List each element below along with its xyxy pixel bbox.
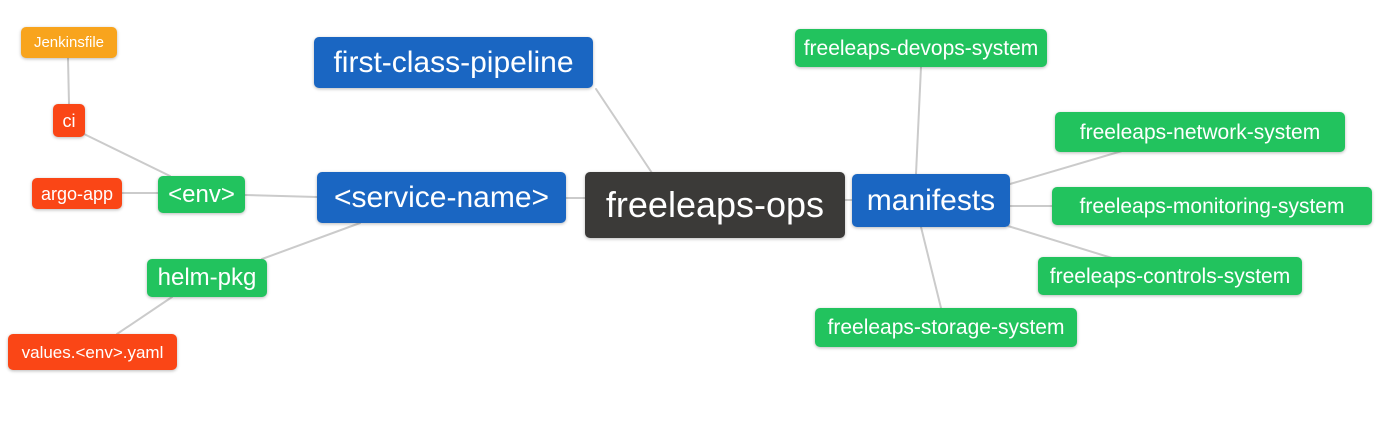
- edge-env--service-name: [244, 194, 318, 198]
- edge-helm-pkg--service-name: [261, 222, 361, 260]
- node-manifests[interactable]: manifests: [852, 174, 1010, 227]
- node-argo-app[interactable]: argo-app: [32, 178, 122, 209]
- node-env[interactable]: <env>: [158, 176, 245, 213]
- node-helm-pkg[interactable]: helm-pkg: [147, 259, 267, 297]
- node-first-class-pipeline[interactable]: first-class-pipeline: [314, 37, 593, 88]
- edge-manifests--freeleaps-controls-system: [1007, 225, 1113, 259]
- node-freeleaps-monitoring-system[interactable]: freeleaps-monitoring-system: [1052, 187, 1372, 225]
- node-freeleaps-ops[interactable]: freeleaps-ops: [585, 172, 845, 238]
- node-jenkinsfile[interactable]: Jenkinsfile: [21, 27, 117, 58]
- edge-manifests--freeleaps-network-system: [1009, 150, 1123, 185]
- edge-manifests--freeleaps-storage-system: [920, 226, 942, 309]
- node-service-name[interactable]: <service-name>: [317, 172, 566, 223]
- edge-manifests--freeleaps-devops-system: [915, 66, 922, 175]
- edge-jenkinsfile--ci: [67, 57, 70, 105]
- node-ci[interactable]: ci: [53, 104, 85, 137]
- edge-first-class-pipeline--freeleaps-ops: [595, 88, 653, 174]
- node-freeleaps-controls-system[interactable]: freeleaps-controls-system: [1038, 257, 1302, 295]
- node-freeleaps-devops-system[interactable]: freeleaps-devops-system: [795, 29, 1047, 67]
- edge-values-env-yaml--helm-pkg: [116, 296, 173, 335]
- node-values-env-yaml[interactable]: values.<env>.yaml: [8, 334, 177, 370]
- edge-ci--env: [83, 133, 171, 177]
- node-freeleaps-network-system[interactable]: freeleaps-network-system: [1055, 112, 1345, 152]
- node-freeleaps-storage-system[interactable]: freeleaps-storage-system: [815, 308, 1077, 347]
